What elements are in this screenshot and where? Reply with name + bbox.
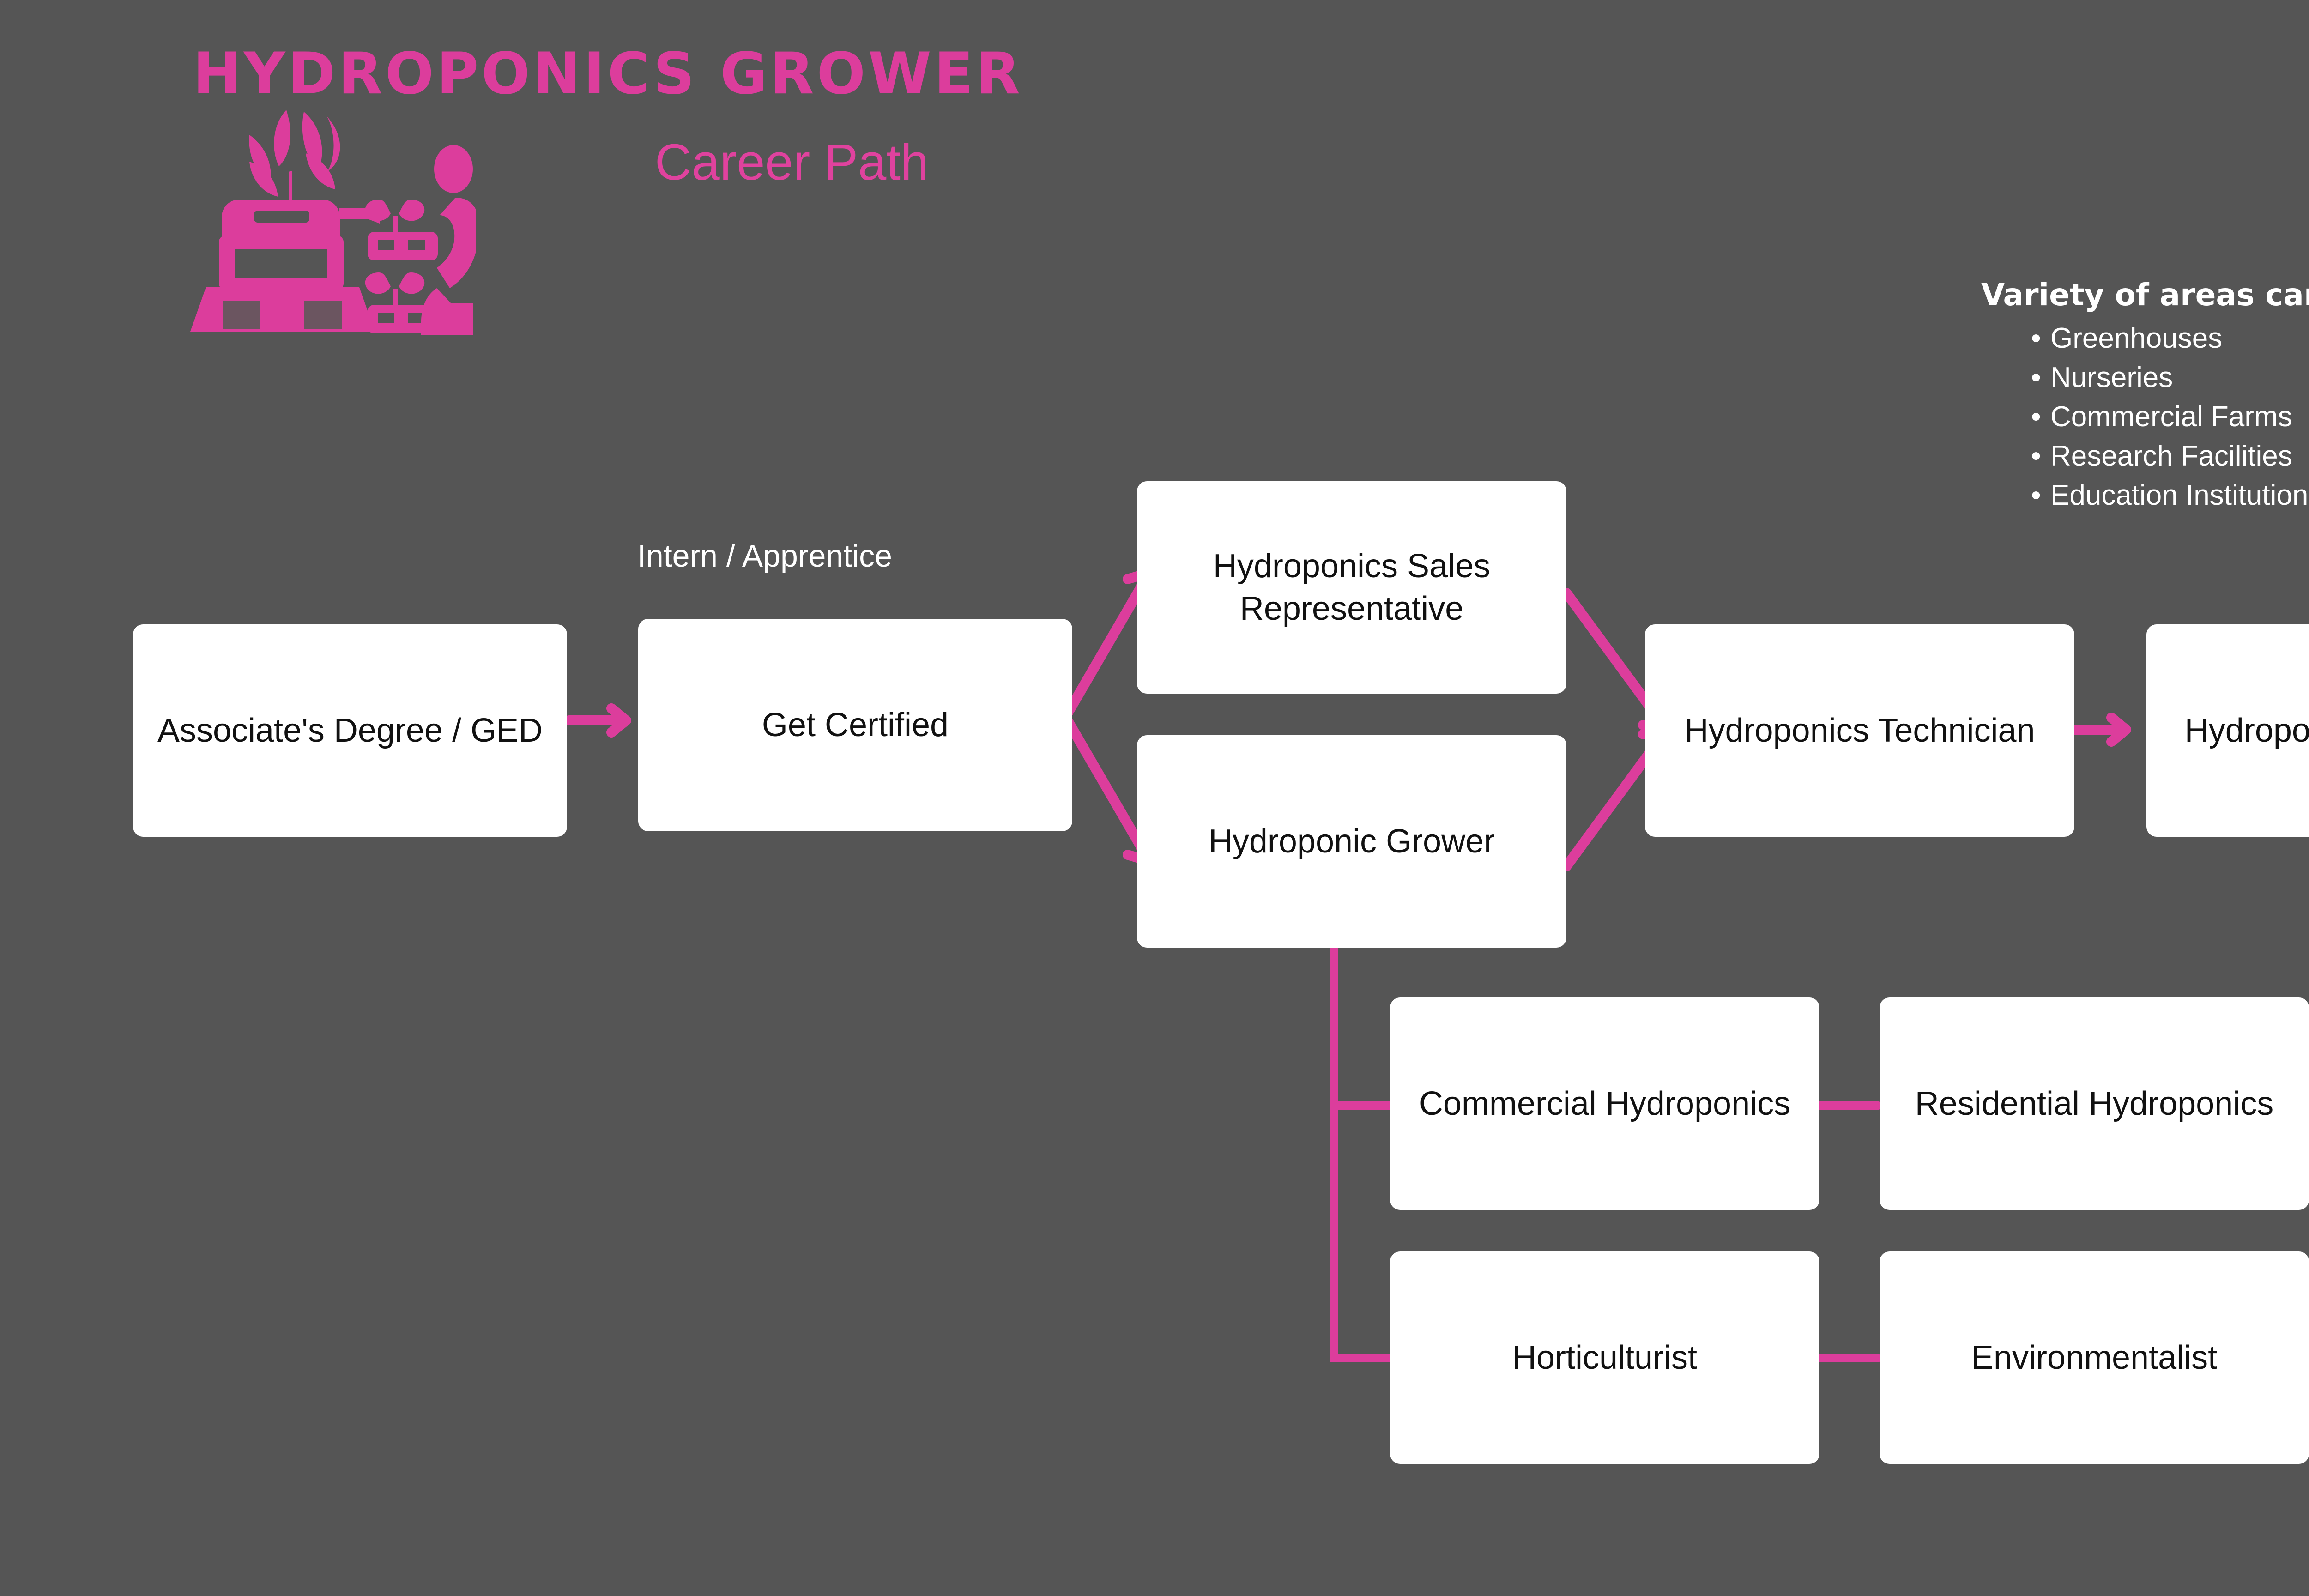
edge-label-intern-apprentice: Intern / Apprentice: [637, 538, 892, 574]
node-label: Hydroponics Technician: [1684, 712, 2035, 749]
areas-list: Greenhouses Nurseries Commercial Farms R…: [1981, 322, 2309, 512]
node-hydroponics-consultant[interactable]: Hydroponics Consultant: [2146, 624, 2309, 837]
branch-stub-horticulturist: [1330, 1354, 1395, 1362]
node-commercial-hydroponics[interactable]: Commercial Hydroponics: [1390, 998, 1819, 1210]
node-label: Environmentalist: [1971, 1339, 2218, 1376]
node-label: Get Certified: [762, 706, 949, 744]
node-label: Commercial Hydroponics: [1419, 1085, 1791, 1122]
node-associate-degree[interactable]: Associate's Degree / GED: [133, 624, 567, 837]
branch-stub-commercial: [1330, 1101, 1395, 1110]
node-environmentalist[interactable]: Environmentalist: [1880, 1251, 2309, 1464]
areas-heading: Variety of areas can work at:: [1981, 277, 2309, 313]
hydroponics-grower-illustration-icon: [190, 110, 476, 335]
node-label: Hydroponics Consultant: [2184, 712, 2309, 749]
arrow-technician-to-consultant: [2061, 713, 2131, 747]
node-hydroponic-grower[interactable]: Hydroponic Grower: [1137, 735, 1566, 948]
node-label: Hydroponic Grower: [1208, 822, 1495, 860]
node-horticulturist[interactable]: Horticulturist: [1390, 1251, 1819, 1464]
page-subtitle: Career Path: [655, 134, 929, 191]
list-item: Commercial Farms: [2031, 400, 2309, 433]
node-get-certified[interactable]: Get Certified: [638, 619, 1072, 831]
list-item: Research Facilities: [2031, 440, 2309, 472]
node-hydroponics-technician[interactable]: Hydroponics Technician: [1645, 624, 2074, 837]
areas-callout: Variety of areas can work at: Greenhouse…: [1981, 277, 2309, 518]
node-label: Hydroponics Sales Representative: [1213, 547, 1491, 627]
node-sales-representative[interactable]: Hydroponics Sales Representative: [1137, 481, 1566, 694]
link-commercial-to-residential: [1815, 1101, 1880, 1110]
node-label: Horticulturist: [1512, 1339, 1698, 1376]
arrow-associate-to-certified: [564, 703, 631, 738]
node-label: Residential Hydroponics: [1915, 1085, 2274, 1122]
list-item: Education Institution: [2031, 479, 2309, 512]
node-label: Associate's Degree / GED: [157, 712, 543, 749]
branch-trunk-line: [1330, 942, 1338, 1358]
node-residential-hydroponics[interactable]: Residential Hydroponics: [1880, 998, 2309, 1210]
list-item: Greenhouses: [2031, 322, 2309, 355]
link-horticulturist-to-environmentalist: [1815, 1354, 1880, 1362]
list-item: Nurseries: [2031, 361, 2309, 394]
page-title: HYDROPONICS GROWER: [193, 41, 1023, 107]
